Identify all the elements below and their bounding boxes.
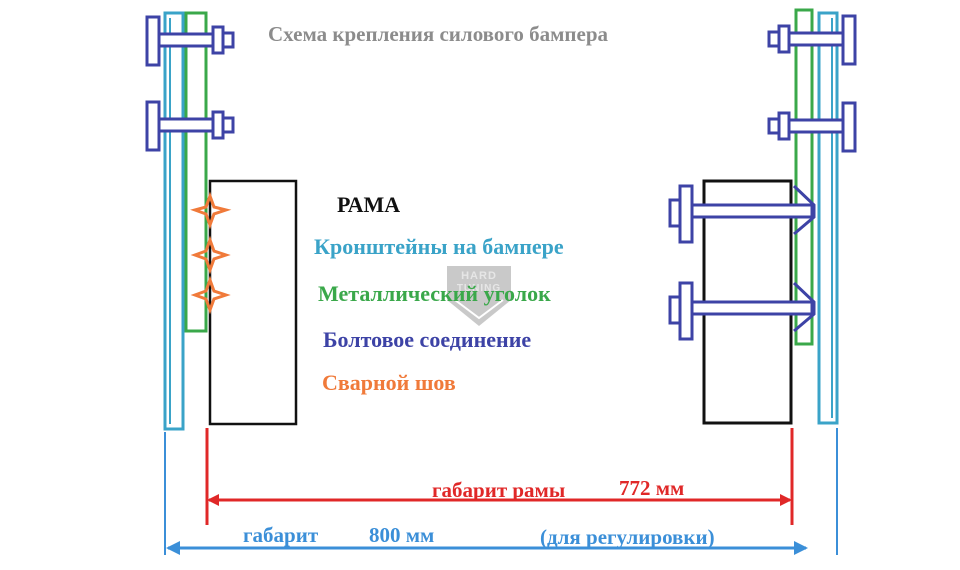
overall-dimension-note: (для регулировки) [540,525,715,549]
left-bumper-bracket [163,11,185,431]
watermark-logo: HARD TUNING [447,262,511,326]
right-metal-angle [794,8,814,346]
watermark-line1: HARD [461,270,497,282]
right-frame-bolt-upper [668,184,816,244]
legend-frame: РАМА [337,192,401,217]
left-bolt-bottom [145,100,235,152]
weld-seam-2 [190,235,231,275]
diagram-title: Схема крепления силового бампера [268,22,609,46]
left-bolt-top [145,15,235,67]
watermark-line2: TUNING [456,283,502,294]
right-bolt-top [767,14,857,66]
frame-dimension-label: габарит рамы [432,478,566,502]
overall-dimension [164,428,838,555]
legend-weld-seam: Сварной шов [322,370,456,395]
legend-metal-angle: Металлический уголок [318,281,551,306]
right-bolt-second [767,101,857,153]
frame-dimension [205,428,794,525]
weld-seam-1 [190,191,232,230]
left-metal-angle [184,11,208,333]
legend-brackets: Кронштейны на бампере [314,234,564,259]
overall-dimension-value: 800 мм [369,523,435,547]
watermark-shield [447,266,511,326]
frame-dimension-value: 772 мм [619,476,685,500]
right-frame-bolt-lower [668,281,816,341]
legend-bolt-connection: Болтовое соединение [323,327,532,352]
right-bumper-bracket [817,11,839,425]
weld-seam-3 [190,275,231,315]
left-frame-rail [208,179,298,426]
overall-dimension-label: габарит [243,523,319,547]
